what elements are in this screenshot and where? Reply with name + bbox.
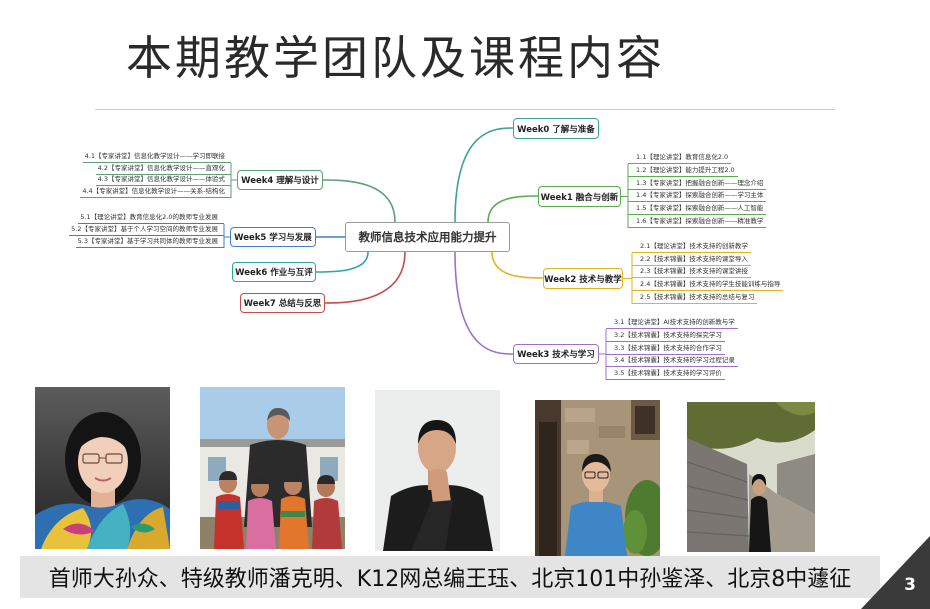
branch-connector-week1 bbox=[487, 195, 539, 223]
mindmap-central-topic: 教师信息技术应用能力提升 bbox=[345, 222, 510, 252]
slide-title: 本期教学团队及课程内容 bbox=[126, 31, 665, 85]
topic-item-week2: 2.5【技术锦囊】技术支持的总结与复习 bbox=[632, 292, 758, 304]
team-caption-bar: 首师大孙众、特级教师潘克明、K12网总编王珏、北京101中孙鉴泽、北京8中蘧征 bbox=[20, 556, 880, 598]
topic-item-week2: 2.1【理论讲堂】技术支持的创新教学 bbox=[632, 241, 751, 253]
topic-item-week3: 3.2【技术锦囊】技术支持的探究学习 bbox=[606, 330, 725, 342]
item-bracket-week5 bbox=[223, 224, 230, 248]
title-divider bbox=[95, 109, 835, 110]
team-caption: 首师大孙众、特级教师潘克明、K12网总编王珏、北京101中孙鉴泽、北京8中蘧征 bbox=[48, 567, 852, 592]
page-number: 3 bbox=[904, 575, 916, 595]
branch-connector-week4 bbox=[322, 179, 396, 223]
portrait-image bbox=[35, 387, 170, 549]
team-member-photo-2 bbox=[200, 387, 345, 549]
topic-item-week2: 2.4【技术锦囊】技术支持的学生技能训练与指导 bbox=[632, 279, 784, 291]
topic-item-week4: 4.2【专家讲堂】信息化教学设计——直观化 bbox=[95, 163, 231, 175]
topic-item-week1: 1.1【理论讲堂】教育信息化2.0 bbox=[628, 152, 732, 164]
group-photo-image bbox=[200, 387, 345, 549]
topic-item-week3: 3.5【技术锦囊】技术支持的学习评价 bbox=[606, 368, 725, 380]
branch-node-week5: Week5 学习与发展 bbox=[230, 227, 316, 247]
branch-connector-week2 bbox=[491, 251, 544, 279]
topic-item-week1: 1.4【专家讲堂】探索融合创新——学习主体 bbox=[628, 190, 767, 202]
team-member-photo-4 bbox=[535, 400, 660, 556]
topic-item-week4: 4.1【专家讲堂】信息化教学设计——学习即联接 bbox=[82, 151, 231, 163]
portrait-image bbox=[375, 390, 500, 551]
topic-item-week3: 3.4【技术锦囊】技术支持的学习过程记录 bbox=[606, 355, 738, 367]
topic-item-week5: 5.2【专家讲堂】基于个人学习空间的教师专业发展 bbox=[69, 224, 224, 236]
topic-item-week3: 3.1【理论讲堂】AI技术支持的创新教与学 bbox=[606, 317, 738, 329]
portrait-image bbox=[687, 402, 815, 552]
item-bracket-week3 bbox=[599, 329, 607, 380]
topic-item-week2: 2.3【技术锦囊】技术支持的课堂讲授 bbox=[632, 266, 751, 278]
topic-item-week3: 3.3【技术锦囊】技术支持的合作学习 bbox=[606, 343, 725, 355]
topic-item-week5: 5.1【理论讲堂】教育信息化2.0的教师专业发展 bbox=[78, 212, 224, 224]
branch-node-week1: Week1 融合与创新 bbox=[538, 186, 621, 207]
branch-node-week2: Week2 技术与教学 bbox=[543, 268, 623, 289]
mindmap-connectors bbox=[223, 127, 633, 380]
branch-connector-week0 bbox=[454, 127, 514, 223]
branch-connector-week3 bbox=[454, 251, 514, 355]
branch-connector-week7 bbox=[324, 251, 406, 304]
branch-node-week7: Week7 总结与反思 bbox=[240, 293, 325, 313]
item-bracket-week2 bbox=[623, 253, 633, 304]
portrait-image bbox=[535, 400, 660, 556]
page-corner-triangle bbox=[861, 536, 930, 609]
topic-item-week1: 1.3【专家讲堂】把握融合创新——理念介绍 bbox=[628, 178, 767, 190]
branch-connector-week6 bbox=[315, 251, 369, 273]
team-member-photo-3 bbox=[375, 390, 500, 551]
branch-node-week3: Week3 技术与学习 bbox=[513, 344, 599, 364]
branch-node-week0: Week0 了解与准备 bbox=[513, 118, 599, 139]
topic-item-week5: 5.3【专家讲堂】基于学习共同体的教师专业发展 bbox=[75, 236, 224, 248]
item-bracket-week1 bbox=[621, 164, 629, 228]
item-bracket-week4 bbox=[230, 163, 237, 198]
topic-item-week4: 4.4【专家讲堂】信息化教学设计——关系-结构化 bbox=[80, 186, 231, 198]
course-mindmap: 教师信息技术应用能力提升 Week0 了解与准备 Week1 融合与创新 1.1【理… bbox=[69, 118, 784, 380]
topic-item-week1: 1.5【专家讲堂】探索融合创新——人工智能 bbox=[628, 203, 767, 215]
branch-node-week6: Week6 作业与互评 bbox=[232, 262, 316, 282]
topic-item-week4: 4.3【专家讲堂】信息化教学设计——体验式 bbox=[95, 174, 231, 186]
topic-item-week2: 2.2【技术锦囊】技术支持的课堂导入 bbox=[632, 254, 751, 266]
topic-item-week1: 1.2【理论讲堂】能力提升工程2.0 bbox=[628, 165, 738, 177]
team-member-photo-5 bbox=[687, 402, 815, 552]
team-member-photo-1 bbox=[35, 387, 170, 549]
topic-item-week1: 1.6【专家讲堂】探索融合创新——精准教学 bbox=[628, 216, 767, 228]
branch-node-week4: Week4 理解与设计 bbox=[237, 170, 323, 190]
